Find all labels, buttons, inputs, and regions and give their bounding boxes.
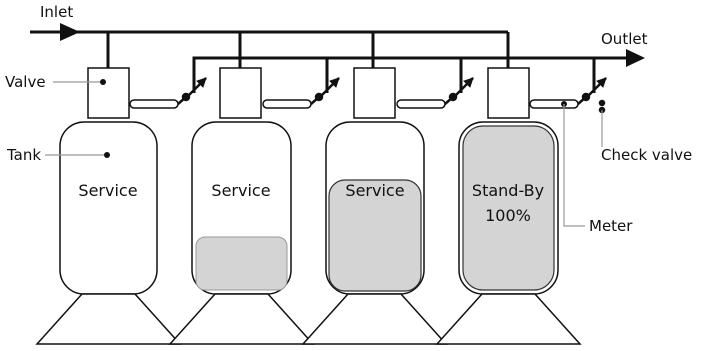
tank-base xyxy=(301,293,448,345)
tank-4: Stand-By 100% xyxy=(458,121,559,295)
tank-status-label: Service xyxy=(211,181,270,200)
check-valve-callout: Check valve xyxy=(601,110,692,164)
meter-callout: Meter xyxy=(561,101,633,235)
tank-label: Tank xyxy=(6,146,41,164)
tank-status-label: Service xyxy=(345,181,404,200)
tank-callout: Tank xyxy=(6,146,110,164)
tank-3: Service xyxy=(325,121,425,295)
valve-box xyxy=(487,67,530,119)
tank-2: Service xyxy=(191,121,292,295)
tank-bases xyxy=(35,293,582,345)
tank-status-label: Service xyxy=(78,181,137,200)
outlet-header xyxy=(192,56,628,93)
inlet-drops xyxy=(106,32,510,68)
tank-1: Service xyxy=(59,121,158,295)
outlet-drops xyxy=(325,58,596,93)
media-fill xyxy=(462,125,555,291)
media-fill xyxy=(328,179,422,292)
inlet-label: Inlet xyxy=(40,3,73,21)
outlet-label: Outlet xyxy=(601,30,648,48)
valve-label: Valve xyxy=(5,73,46,91)
valve-callout: Valve xyxy=(5,73,106,91)
tank-level-label: 100% xyxy=(485,206,531,225)
media-fill xyxy=(195,236,288,291)
check-valve-icon xyxy=(314,77,340,102)
meter-connector-lines xyxy=(177,96,587,105)
tank-status-label: Stand-By xyxy=(472,181,544,200)
tank-base xyxy=(168,293,315,345)
tank-base xyxy=(435,293,582,345)
valve-box xyxy=(219,67,262,119)
tank-base xyxy=(35,293,182,345)
meter-label: Meter xyxy=(589,217,633,235)
check-valve-icon xyxy=(581,77,607,114)
valve-box xyxy=(353,67,396,119)
inlet-arrow-icon xyxy=(60,23,80,41)
valves xyxy=(87,67,530,119)
check-valve-label: Check valve xyxy=(601,146,692,164)
outlet-arrow-icon xyxy=(626,49,645,67)
valve-box xyxy=(87,67,130,119)
